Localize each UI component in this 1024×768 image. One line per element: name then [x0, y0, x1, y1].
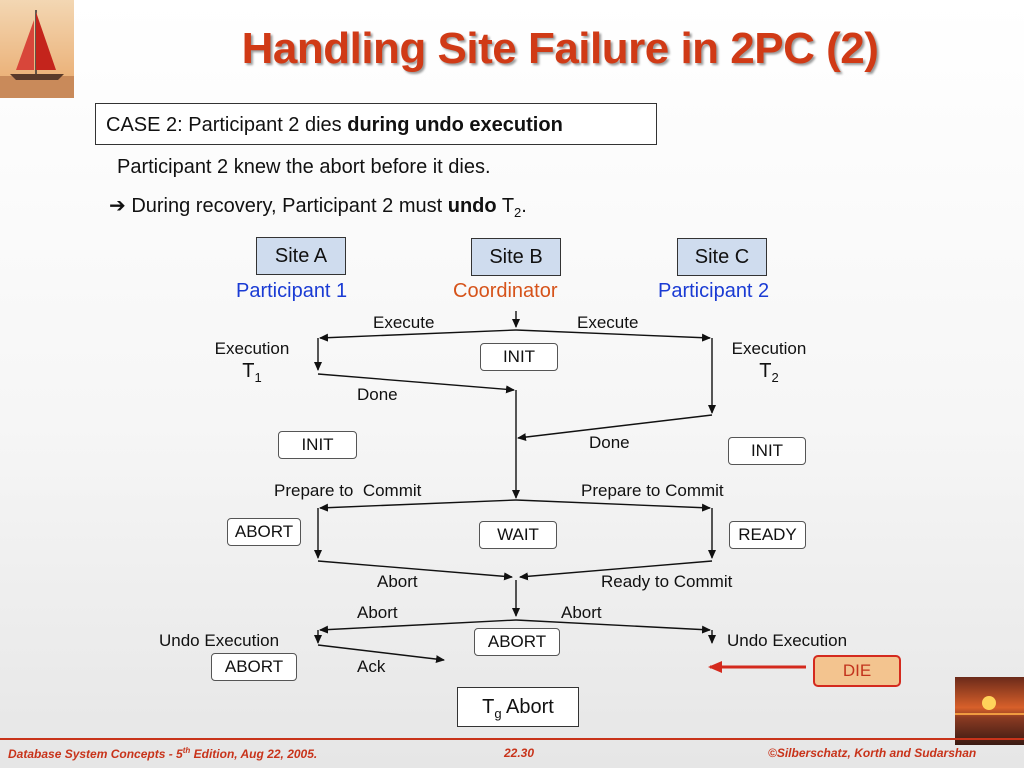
sunset-image — [955, 677, 1024, 745]
site-b-box: Site B — [471, 238, 561, 276]
undo-emphasis: undo — [447, 195, 497, 217]
t-symbol: T — [496, 195, 515, 217]
t1-symbol: T1 — [242, 360, 262, 385]
explanation-text-1: Participant 2 knew the abort before it d… — [117, 156, 491, 178]
tg-abort-text: Abort — [501, 696, 554, 718]
abort-low-right-label: Abort — [561, 603, 602, 622]
footer-left-text: Database System Concepts - 5 — [8, 747, 183, 761]
footer-page-number: 22.30 — [504, 746, 535, 760]
undo-execution-left-label: Undo Execution — [159, 631, 280, 650]
execute-right-label: Execute — [577, 313, 639, 332]
state-b-abort: ABORT — [474, 628, 560, 656]
execution-right-text: Execution — [731, 339, 807, 358]
state-a-abort-final: ABORT — [211, 653, 297, 681]
execution-t2-label: Execution T2 — [725, 338, 813, 389]
footer-sup: th — [182, 746, 191, 755]
done-right-label: Done — [589, 433, 630, 452]
state-a-init: INIT — [278, 431, 357, 459]
state-c-init: INIT — [728, 437, 806, 465]
footer-left-suffix: Edition, Aug 22, 2005. — [190, 747, 318, 761]
state-b-wait: WAIT — [479, 521, 557, 549]
abort-low-left-label: Abort — [357, 603, 398, 622]
explanation-line-2: ➔ During recovery, Participant 2 must un… — [109, 193, 527, 220]
participant-1-label: Participant 1 — [236, 280, 348, 302]
participant-2-label: Participant 2 — [658, 280, 770, 302]
site-a-box: Site A — [256, 237, 346, 275]
sailboat-logo — [0, 0, 74, 98]
tg-subscript: g — [494, 706, 502, 721]
footer-right: ©Silberschatz, Korth and Sudarshan — [768, 746, 977, 760]
case-text: CASE 2: Participant 2 dies — [106, 114, 348, 136]
case-emphasis: during undo execution — [347, 114, 563, 136]
ready-to-commit-label: Ready to Commit — [601, 572, 733, 591]
state-c-ready: READY — [729, 521, 806, 549]
explanation-text-2: During recovery, Participant 2 must — [125, 195, 448, 217]
footer-left: Database System Concepts - 5th Edition, … — [8, 746, 317, 761]
line-end: . — [521, 195, 527, 217]
undo-execution-right-label: Undo Execution — [727, 631, 848, 650]
t-subscript: 2 — [514, 205, 522, 220]
prepare-right-label: Prepare to Commit — [581, 481, 724, 500]
slide-title: Handling Site Failure in 2PC (2) — [241, 24, 879, 73]
case-box: CASE 2: Participant 2 dies during undo e… — [95, 103, 657, 145]
explanation-line-1: Participant 2 knew the abort before it d… — [117, 156, 491, 179]
execute-left-label: Execute — [373, 313, 435, 332]
ack-label: Ack — [357, 657, 386, 676]
done-left-label: Done — [357, 385, 398, 404]
state-a-abort: ABORT — [227, 518, 301, 546]
coordinator-label: Coordinator — [453, 280, 558, 302]
abort-mid-label: Abort — [377, 572, 418, 591]
footer-divider — [0, 738, 1024, 740]
site-c-box: Site C — [677, 238, 767, 276]
state-b-init: INIT — [480, 343, 558, 371]
prepare-left-label: Prepare to Commit — [274, 481, 422, 500]
execution-t1-label: Execution T1 — [208, 338, 296, 389]
tg-symbol: T — [482, 696, 495, 718]
arrow-icon: ➔ — [109, 195, 126, 217]
die-state-box: DIE — [813, 655, 901, 687]
tg-abort-box: Tg Abort — [457, 687, 579, 727]
t2-symbol: T2 — [759, 360, 779, 385]
execution-left-text: Execution — [214, 339, 290, 358]
